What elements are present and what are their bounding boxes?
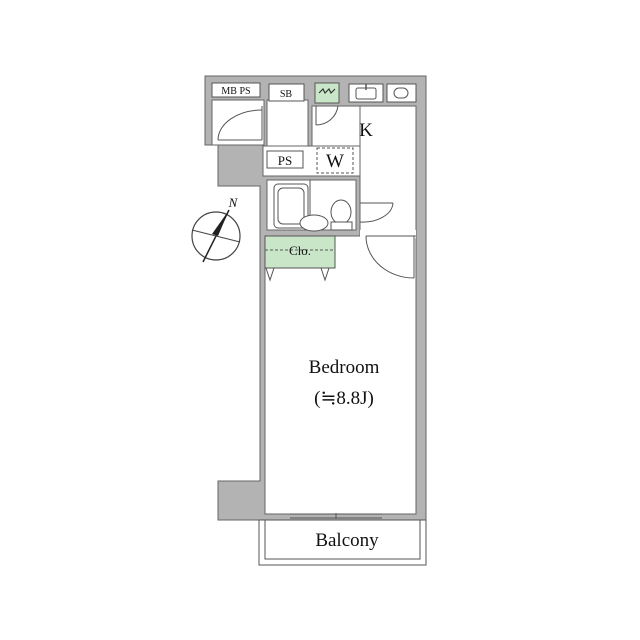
bathtub-inner (277, 187, 305, 225)
entry-floor (211, 99, 265, 146)
toilet-bowl (330, 199, 352, 225)
kitchen-lower-floor (360, 230, 416, 238)
washer-label: W (326, 151, 344, 172)
ps-label: PS (278, 153, 292, 168)
mb-ps-box (211, 82, 261, 98)
wash-basin (299, 214, 329, 232)
washer-space (316, 147, 354, 174)
bedroom-floor (264, 235, 417, 515)
bathroom (273, 180, 353, 232)
balcony-label: Balcony (315, 530, 379, 551)
closet-door-left (265, 267, 275, 282)
compass-north-label: N (228, 195, 239, 210)
kitchen-label: K (359, 120, 373, 141)
shoe-box-icon (318, 87, 336, 95)
shoe-box (314, 82, 340, 104)
balcony-window (290, 513, 382, 519)
stove-burner (393, 87, 409, 99)
closet-label: Clo. (289, 243, 311, 258)
closet-door-right (320, 267, 330, 282)
compass-arrow-icon (212, 210, 229, 236)
bedroom-size-label: (≒8.8J) (314, 388, 374, 409)
bedroom-door (365, 235, 416, 279)
exterior-walls (204, 75, 427, 521)
closet-box (264, 235, 336, 269)
closet: Clo. (264, 235, 336, 282)
mb-ps-label: MB PS (221, 86, 250, 97)
bedroom-label: Bedroom (309, 357, 380, 378)
entry-door (217, 106, 263, 141)
hall-door (315, 105, 339, 126)
balcony: Balcony (258, 519, 427, 566)
sb-box (268, 83, 305, 102)
compass: N (191, 195, 241, 263)
toilet-tank (330, 221, 353, 231)
sb-floor (266, 99, 309, 147)
balcony-inner (264, 519, 421, 560)
sb-label: SB (280, 89, 293, 100)
top-fixtures: MB PS SB (211, 82, 417, 104)
ps-box (266, 150, 304, 169)
kitchen-floor (359, 105, 417, 237)
bath-door (359, 202, 394, 223)
